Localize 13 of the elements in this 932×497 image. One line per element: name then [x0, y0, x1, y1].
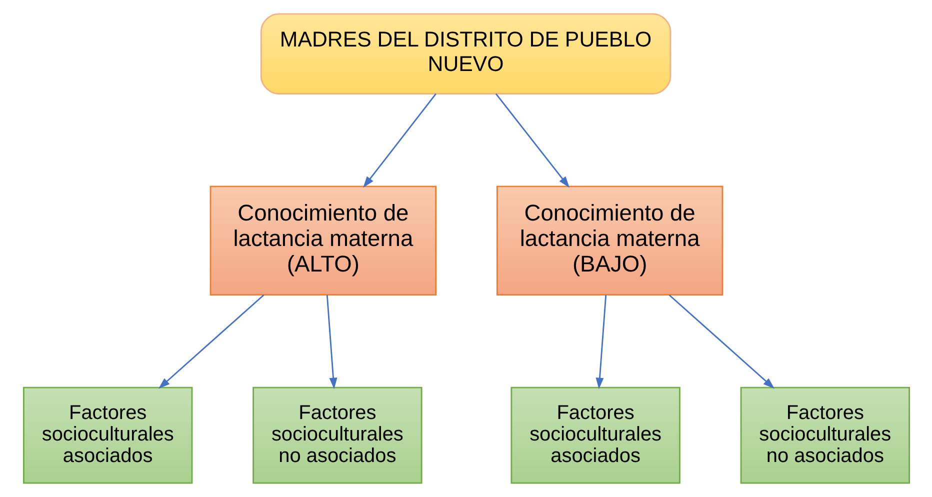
node-box: Factores socioculturales no asociados — [740, 386, 910, 484]
node-box: Conocimiento de lactancia materna (ALTO) — [209, 186, 436, 296]
arrow — [494, 93, 570, 188]
arrow — [158, 294, 264, 389]
node-box: MADRES DEL DISTRITO DE PUEBLO NUEVO — [260, 13, 671, 94]
node-box: Factores socioculturales asociados — [510, 386, 680, 484]
node-box: Factores socioculturales no asociados — [252, 386, 422, 484]
arrow — [668, 294, 774, 389]
node-box: Conocimiento de lactancia materna (BAJO) — [496, 186, 723, 296]
node-box: Factores socioculturales asociados — [22, 386, 192, 484]
arrow — [362, 93, 436, 188]
arrow — [595, 294, 606, 390]
arrow — [326, 294, 337, 390]
